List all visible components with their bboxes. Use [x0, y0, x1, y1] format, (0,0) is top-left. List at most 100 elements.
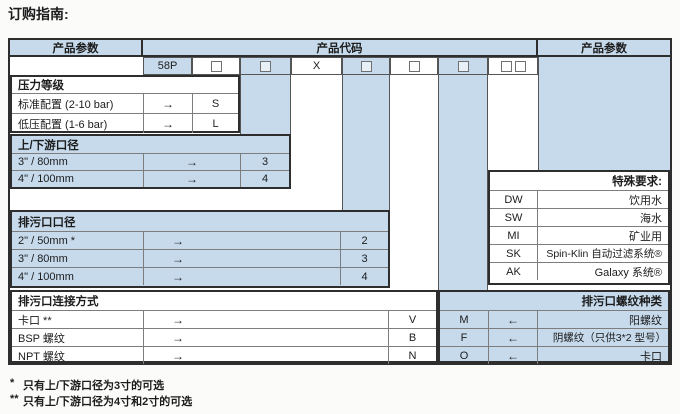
code-cell-x: X	[291, 57, 342, 75]
row-desc: Spin-Klin 自动过滤系统®	[546, 248, 662, 260]
header-product-params-right: 产品参数	[538, 40, 670, 57]
table-row: 低压配置 (1-6 bar) → L	[12, 113, 238, 133]
section-header: 压力等级	[18, 80, 64, 92]
table-row: F ← 阴螺纹（只供3*2 型号）	[440, 328, 668, 346]
row-code: 3	[240, 154, 289, 170]
arrow-right-icon: →	[143, 94, 192, 113]
placeholder-box-icon	[500, 60, 512, 72]
row-label: 4" / 100mm	[18, 270, 74, 283]
table-row: 卡口 ** → V	[12, 310, 436, 328]
code-cell-special	[488, 57, 538, 75]
arrow-right-icon: →	[143, 329, 388, 346]
column-strip-updown	[240, 75, 291, 134]
arrow-right-icon: →	[143, 114, 192, 133]
footnote: * 只有上/下游口径为3寸的可选	[10, 377, 164, 393]
row-code: AK	[490, 263, 538, 280]
section-drain-thread-type: 排污口螺纹种类 M ← 阳螺纹 F ← 阴螺纹（只供3*2 型号） O ← 卡口	[438, 290, 670, 364]
row-desc: Galaxy 系统®	[594, 266, 662, 279]
code-cell-updown	[240, 57, 291, 75]
placeholder-box-icon	[457, 60, 469, 72]
row-code: SK	[490, 245, 538, 262]
row-code: S	[192, 94, 238, 113]
arrow-right-icon: →	[143, 154, 240, 170]
row-desc: 海水	[640, 212, 662, 225]
code-cell-conn	[390, 57, 438, 75]
table-row: O ← 卡口	[440, 346, 668, 364]
row-label: 4" / 100mm	[18, 173, 74, 185]
table-row: 标准配置 (2-10 bar) → S	[12, 93, 238, 113]
footnote: ** 只有上/下游口径为4寸和2寸的可选	[10, 393, 192, 409]
row-label: BSP 螺纹	[18, 332, 65, 345]
row-code: 4	[240, 171, 289, 187]
row-label: 3" / 80mm	[18, 156, 68, 168]
placeholder-box-icon	[210, 60, 222, 72]
row-code: L	[192, 114, 238, 133]
row-desc: 阳螺纹	[629, 314, 662, 327]
section-special-requirements: 特殊要求: DW 饮用水 SW 海水 MI 矿业用 SK Spin-Klin 自…	[488, 170, 670, 285]
table-row: DW 饮用水	[490, 190, 668, 208]
table-row: SW 海水	[490, 208, 668, 226]
row-code: N	[388, 347, 436, 364]
row-code: 2	[340, 232, 388, 249]
section-pressure: 压力等级 标准配置 (2-10 bar) → S 低压配置 (1-6 bar) …	[10, 75, 240, 133]
row-label: NPT 螺纹	[18, 350, 65, 363]
row-code: 3	[340, 250, 388, 267]
table-row: 4" / 100mm → 4	[12, 170, 289, 187]
arrow-left-icon: ←	[488, 347, 538, 364]
header-product-params-left: 产品参数	[10, 40, 143, 57]
arrow-right-icon: →	[143, 171, 240, 187]
table-row: M ← 阳螺纹	[440, 310, 668, 328]
code-cell-thread	[438, 57, 488, 75]
column-strip-thread	[438, 75, 488, 290]
row-code: MI	[490, 227, 538, 244]
column-strip-drain-size	[342, 75, 390, 210]
arrow-right-icon: →	[143, 232, 340, 249]
table-row: NPT 螺纹 → N	[12, 346, 436, 364]
placeholder-box-icon	[260, 60, 271, 72]
row-label: 卡口 **	[18, 314, 52, 327]
section-header: 特殊要求:	[612, 176, 662, 188]
placeholder-box-icon	[408, 60, 420, 72]
section-header: 排污口连接方式	[18, 296, 99, 308]
code-cell-drain-size	[342, 57, 390, 75]
row-desc: 阴螺纹（只供3*2 型号）	[552, 332, 666, 344]
row-desc: 饮用水	[629, 194, 662, 207]
row-desc: 矿业用	[629, 230, 662, 243]
code-cell-pressure	[192, 57, 240, 75]
section-header: 排污口螺纹种类	[581, 296, 663, 308]
row-code: B	[388, 329, 436, 346]
table-row: BSP 螺纹 → B	[12, 328, 436, 346]
ordering-table: 产品参数 产品代码 产品参数 58P X 压力等级 标准配置 (2-10 bar…	[8, 38, 672, 365]
row-code: F	[460, 331, 468, 344]
section-updown-diameter: 上/下游口径 3" / 80mm → 3 4" / 100mm → 4	[10, 134, 291, 189]
placeholder-box-icon	[514, 60, 526, 72]
arrow-left-icon: ←	[488, 311, 538, 328]
section-drain-diameter: 排污口口径 2" / 50mm * → 2 3" / 80mm → 3 4" /…	[10, 210, 390, 288]
footnote-marker: *	[10, 377, 15, 389]
row-label: 低压配置 (1-6 bar)	[18, 118, 108, 131]
table-row: 4" / 100mm → 4	[12, 267, 388, 285]
header-product-code: 产品代码	[143, 40, 538, 57]
row-code: 4	[340, 268, 388, 285]
table-row: MI 矿业用	[490, 226, 668, 244]
row-label: 标准配置 (2-10 bar)	[18, 98, 114, 111]
table-row: SK Spin-Klin 自动过滤系统®	[490, 244, 668, 262]
row-code: O	[459, 349, 469, 362]
row-code: V	[388, 311, 436, 328]
row-code: SW	[490, 209, 538, 226]
placeholder-box-icon	[360, 60, 372, 72]
arrow-right-icon: →	[143, 268, 340, 285]
arrow-right-icon: →	[143, 250, 340, 267]
table-row: 2" / 50mm * → 2	[12, 231, 388, 249]
row-desc: 卡口	[640, 350, 662, 363]
table-row: AK Galaxy 系统®	[490, 262, 668, 280]
row-code: M	[459, 313, 469, 326]
row-code: DW	[490, 191, 538, 208]
footnote-text: 只有上/下游口径为3寸的可选	[23, 380, 165, 392]
row-label: 2" / 50mm *	[18, 234, 76, 247]
footnote-text: 只有上/下游口径为4寸和2寸的可选	[23, 396, 193, 408]
right-params-column	[538, 57, 670, 170]
section-header: 上/下游口径	[18, 139, 79, 152]
row-label: 3" / 80mm	[18, 252, 68, 265]
code-cell-58p: 58P	[143, 57, 192, 75]
